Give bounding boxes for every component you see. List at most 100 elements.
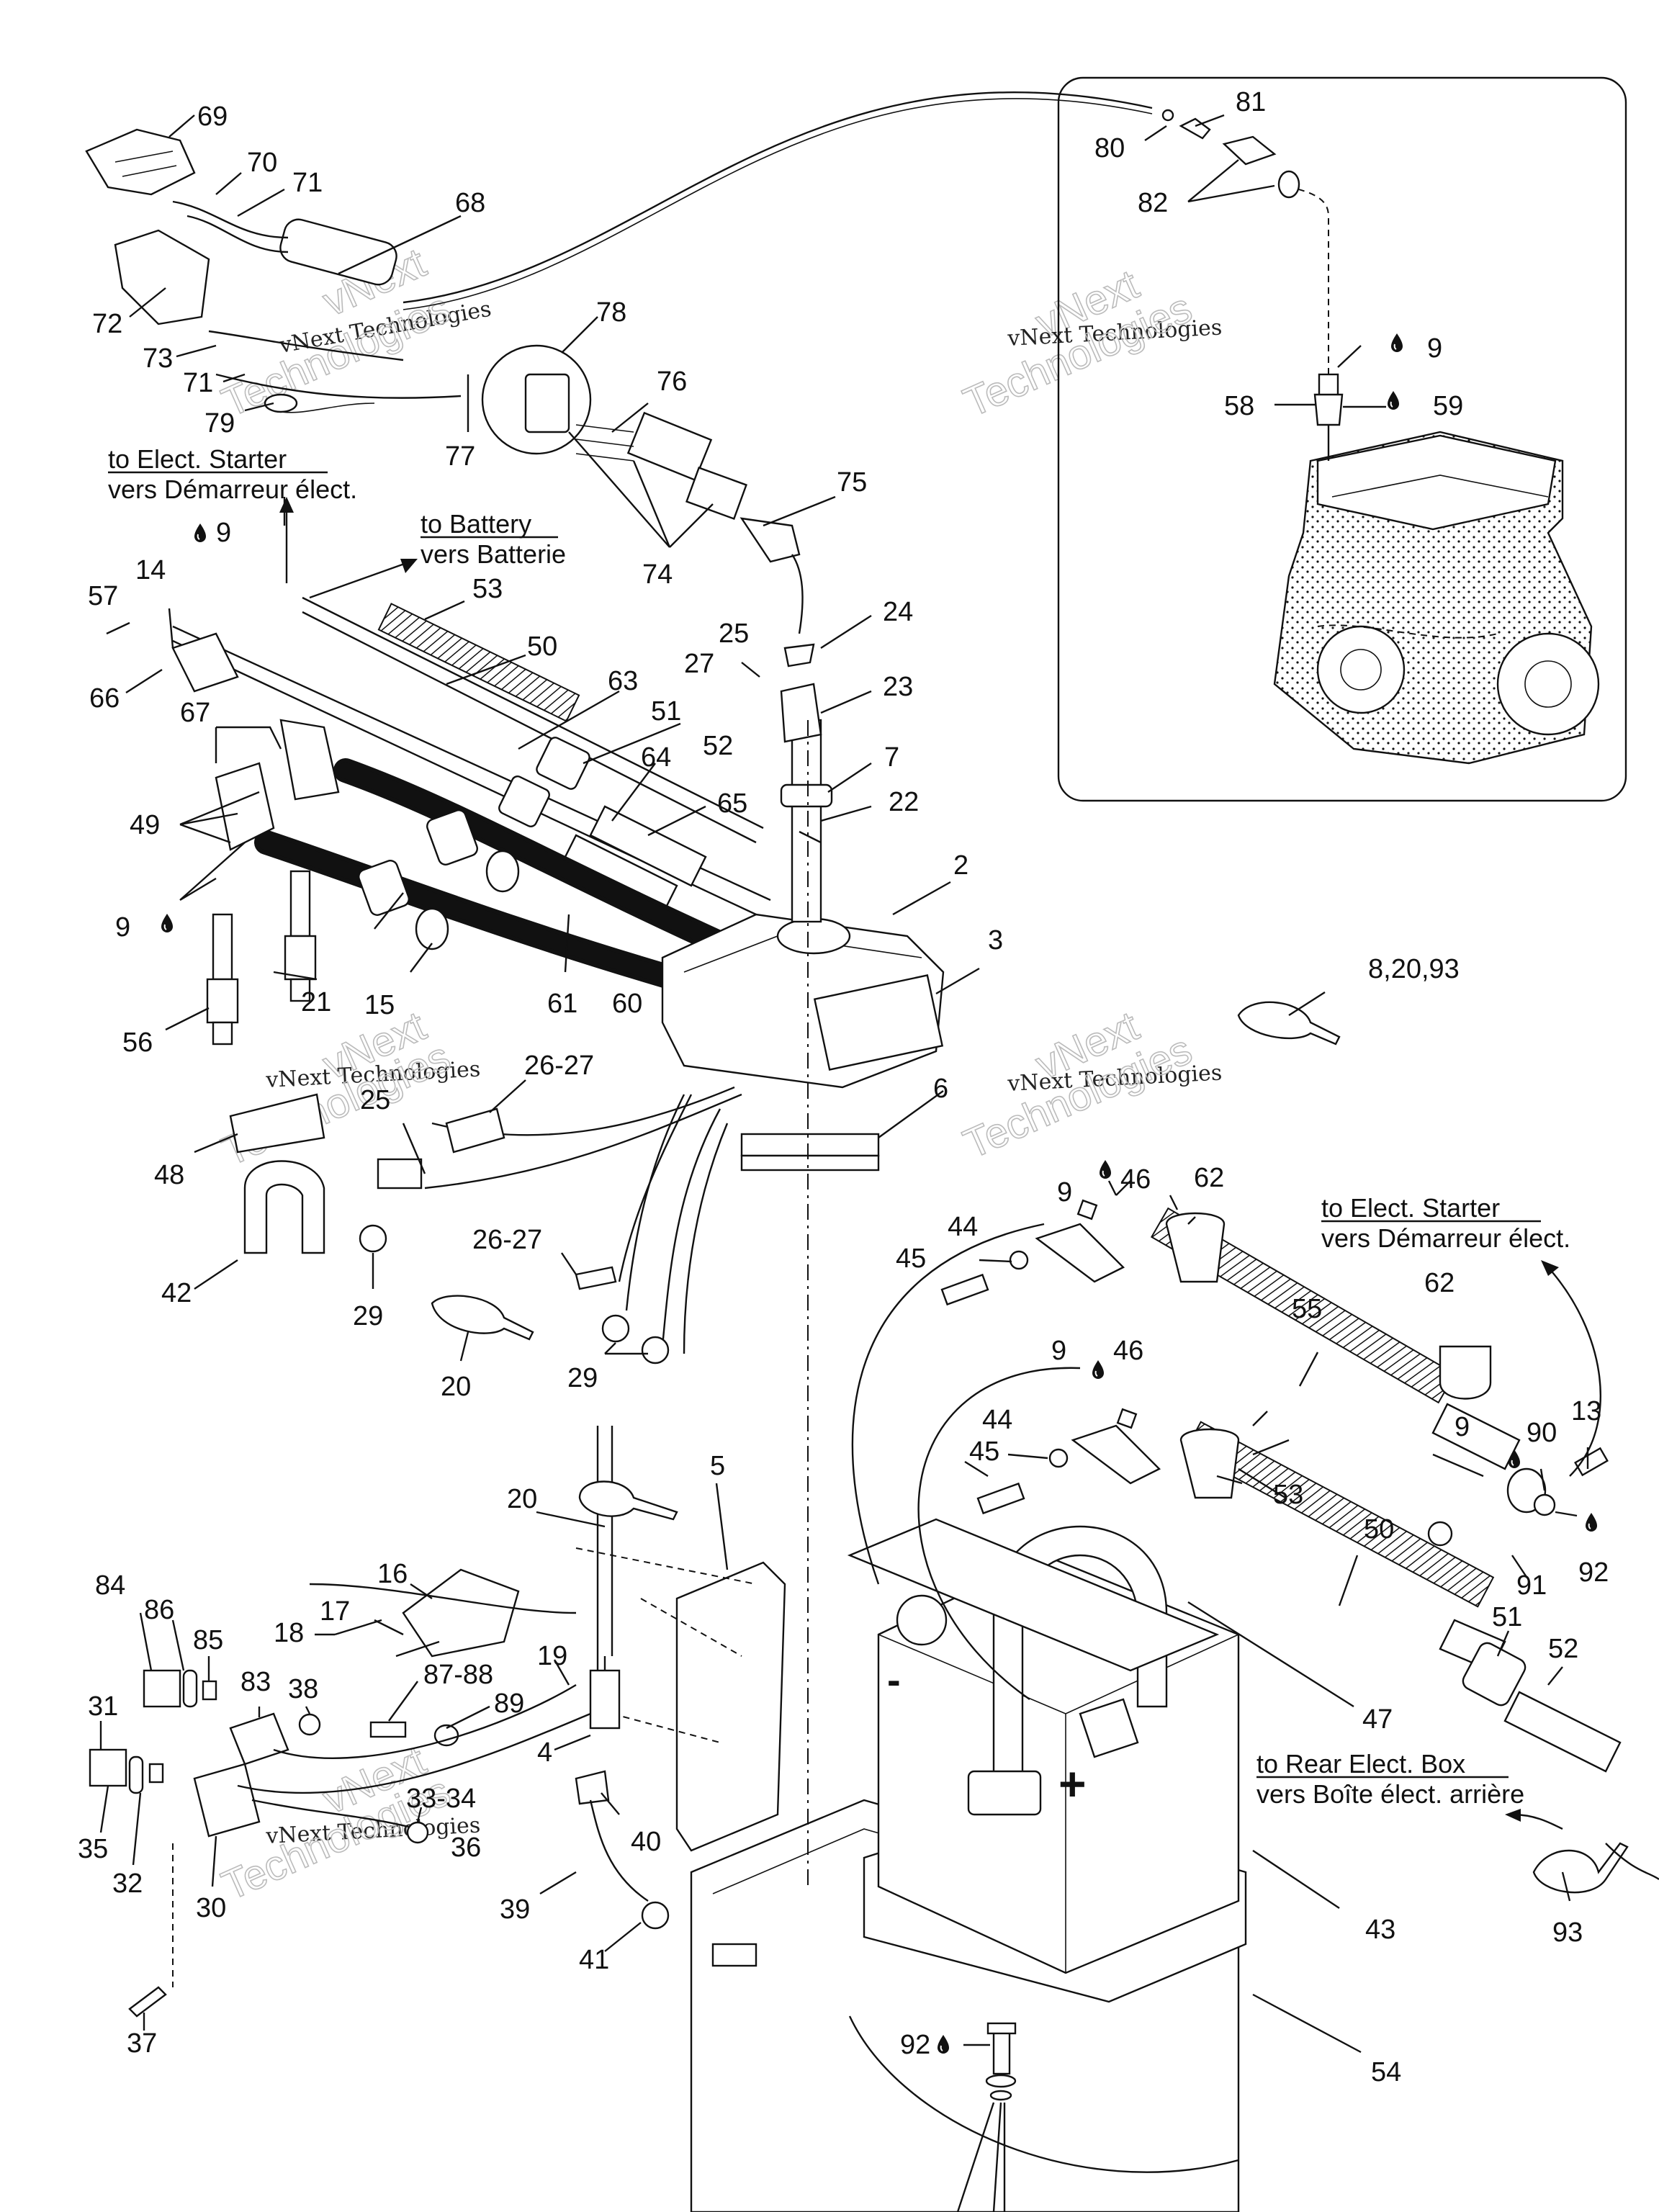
part-label: 22 — [889, 787, 919, 817]
leader-lines — [99, 114, 1601, 2054]
battery-negative-sign: - — [887, 1657, 901, 1702]
part-label: 92 — [900, 2030, 930, 2060]
part-label: 45 — [896, 1244, 926, 1274]
part-label: 19 — [537, 1641, 567, 1671]
part-label: 26-27 — [524, 1051, 594, 1081]
part-label: 35 — [78, 1834, 108, 1864]
part-label: 32 — [112, 1869, 143, 1899]
part-label: 58 — [1224, 391, 1254, 421]
part-label: 65 — [717, 788, 747, 819]
part-label: 27 — [684, 649, 714, 679]
part-label: 38 — [288, 1674, 318, 1704]
annotation-underlines — [108, 471, 1541, 1779]
starter-cables — [172, 596, 771, 916]
part-label: 75 — [837, 467, 867, 498]
part-label: 29 — [567, 1363, 598, 1393]
spark-plug-leads — [171, 632, 732, 1046]
annotation-starter-right-en: to Elect. Starter — [1321, 1193, 1500, 1223]
part-label: 42 — [161, 1278, 192, 1308]
drop-icon — [194, 523, 207, 543]
part-label: 9 — [1427, 333, 1442, 364]
part-label: 87-88 — [423, 1660, 493, 1690]
part-label: 77 — [445, 441, 475, 472]
part-label: 25 — [719, 619, 749, 649]
part-label: 72 — [92, 309, 122, 339]
drop-icon — [1092, 1359, 1105, 1380]
part-label: 73 — [143, 343, 173, 374]
module-wires — [359, 1086, 742, 1364]
part-label: 51 — [651, 696, 681, 727]
part-label: 6 — [933, 1074, 948, 1104]
part-label: 21 — [301, 987, 331, 1017]
part-label: 8,20,93 — [1368, 954, 1460, 984]
part-label: 79 — [204, 408, 235, 439]
part-label: 63 — [608, 666, 638, 696]
part-label: 40 — [631, 1827, 661, 1857]
sensor-cable — [403, 91, 1153, 304]
part-label: 62 — [1424, 1268, 1455, 1298]
part-label: 44 — [982, 1405, 1012, 1435]
part-label: 20 — [441, 1372, 471, 1402]
part-label: 62 — [1194, 1163, 1224, 1193]
part-label: 23 — [883, 672, 913, 702]
annotation-battery-fr: vers Batterie — [421, 539, 566, 569]
part-label: 60 — [612, 989, 642, 1019]
part-label: 57 — [88, 581, 118, 611]
part-label: 20 — [507, 1484, 537, 1514]
part-label: 13 — [1571, 1396, 1601, 1426]
part-label: 85 — [193, 1625, 223, 1655]
part-label: 53 — [1273, 1480, 1303, 1510]
part-label: 17 — [320, 1596, 350, 1627]
part-label: 9 — [1057, 1177, 1072, 1208]
annotation-starter-left-en: to Elect. Starter — [108, 444, 287, 474]
part-label: 66 — [89, 683, 120, 714]
part-label: 14 — [135, 555, 166, 585]
part-label: 31 — [88, 1691, 118, 1722]
part-label: 86 — [144, 1595, 174, 1625]
part-label: 7 — [884, 742, 899, 773]
part-label: 74 — [642, 559, 673, 590]
part-label: 30 — [196, 1893, 226, 1923]
drop-icon — [161, 913, 174, 933]
part-label: 41 — [579, 1945, 609, 1975]
drop-icon — [1390, 333, 1403, 353]
part-label: 47 — [1362, 1704, 1393, 1735]
part-label: 90 — [1527, 1418, 1557, 1448]
part-label: 2 — [953, 850, 968, 881]
annotations: to Elect. Starter vers Démarreur élect. … — [108, 444, 1570, 1809]
part-label: 68 — [455, 188, 485, 218]
part-label: 9 — [1455, 1412, 1470, 1442]
part-label: 49 — [130, 810, 160, 840]
cable-tie — [1237, 1001, 1341, 1046]
part-label: 25 — [360, 1085, 390, 1115]
lower-electrical-group — [89, 1426, 786, 2018]
drop-icon — [1099, 1159, 1112, 1179]
cable-tie — [431, 1295, 534, 1341]
part-label: 44 — [948, 1212, 978, 1242]
part-label: 53 — [472, 574, 503, 604]
annotation-starter-left-fr: vers Démarreur élect. — [108, 475, 357, 504]
part-label: 67 — [180, 698, 210, 728]
part-label: 24 — [883, 597, 913, 627]
battery-section: - + — [690, 1518, 1247, 2212]
annotation-rear-box-en: to Rear Elect. Box — [1256, 1749, 1465, 1779]
part-label: 76 — [657, 367, 687, 397]
part-label: 5 — [710, 1451, 725, 1481]
annotation-battery-en: to Battery — [421, 509, 531, 539]
part-label: 71 — [183, 368, 213, 398]
part-label: 70 — [247, 148, 277, 178]
part-label: 91 — [1516, 1570, 1547, 1601]
part-label: 54 — [1371, 2057, 1401, 2087]
part-label: 9 — [1051, 1336, 1066, 1366]
part-label: 71 — [292, 168, 323, 198]
part-label: 61 — [547, 989, 577, 1019]
part-label: 26-27 — [472, 1225, 542, 1255]
bottom-bolt — [956, 2022, 1017, 2212]
part-label: 92 — [1578, 1557, 1609, 1588]
part-label: 50 — [527, 631, 557, 662]
part-labels: 69 70 71 68 72 73 71 78 79 77 76 75 74 8… — [78, 87, 1609, 2087]
part-label: 39 — [500, 1894, 530, 1925]
annotation-starter-right-fr: vers Démarreur élect. — [1321, 1223, 1570, 1253]
part-label: 52 — [1548, 1634, 1578, 1664]
part-label: 52 — [703, 731, 733, 761]
